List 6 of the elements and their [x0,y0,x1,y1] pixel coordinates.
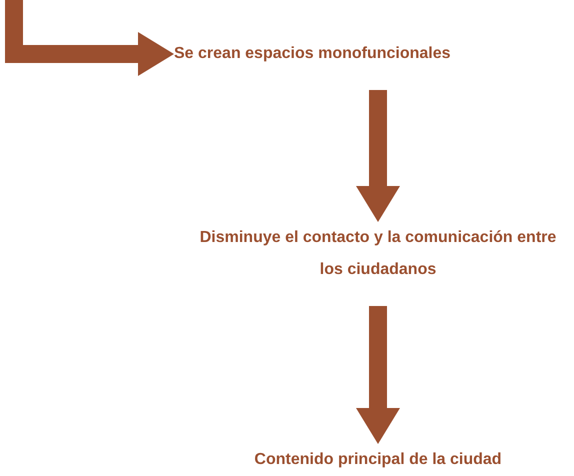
flow-text: Disminuye el contacto y la comunicación entre los ciudadanos [198,222,558,286]
flow-text: Se crean espacios monofuncionales [174,38,451,70]
arrow [356,306,400,444]
flow-text: Contenido principal de la ciudad [254,444,502,476]
arrow [5,0,174,76]
arrow [356,90,400,222]
